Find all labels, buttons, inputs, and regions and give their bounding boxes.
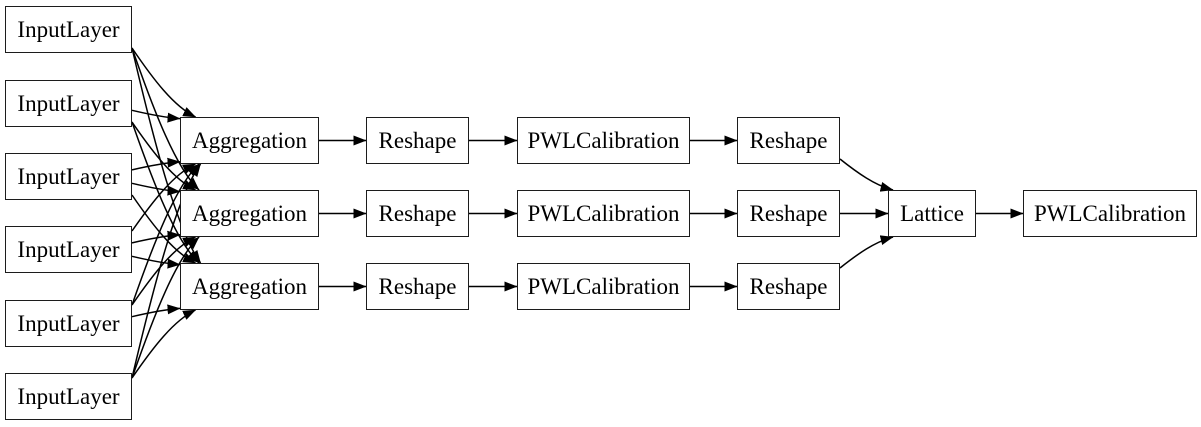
edge-input-2-to-aggregation-1 — [131, 109, 181, 123]
edge-input-6-to-aggregation-1 — [131, 163, 202, 379]
edge-input-3-to-aggregation-2 — [131, 182, 181, 196]
edge-input-1-to-aggregation-1 — [131, 47, 197, 118]
edge-input-4-to-aggregation-2 — [131, 230, 181, 244]
edge-reshape-3b-to-lattice — [839, 235, 894, 269]
edge-input-5-to-aggregation-3 — [131, 304, 181, 318]
edge-input-1-to-aggregation-2 — [131, 47, 200, 191]
edge-input-6-to-aggregation-2 — [131, 236, 200, 379]
edge-input-4-to-aggregation-3 — [131, 255, 181, 269]
edge-input-3-to-aggregation-1 — [131, 157, 181, 171]
edge-reshape-1b-to-lattice — [839, 158, 894, 192]
edge-input-6-to-aggregation-3 — [131, 309, 196, 379]
edge-input-1-to-aggregation-3 — [131, 47, 202, 264]
